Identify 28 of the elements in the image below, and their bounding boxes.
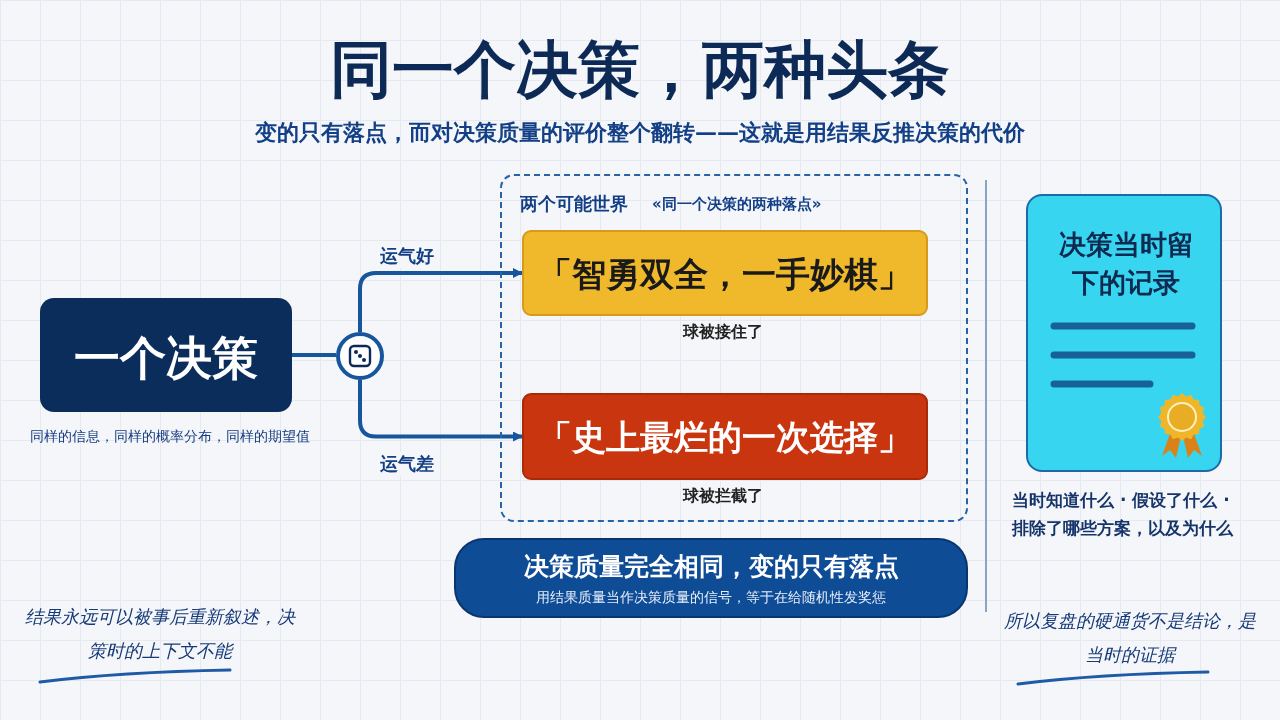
box-label: 「史上最烂的一次选择」 (537, 416, 913, 459)
handwritten-note: 结果永远可以被事后重新叙述，决策时的上下文不能 (24, 605, 297, 663)
dice-circle (336, 332, 384, 380)
edge-label: 运气好 (378, 244, 436, 268)
handwritten-note: 所以复盘的硬通货不是结论，是当时的证据 (1003, 609, 1257, 667)
box-label: 一个决策 (73, 330, 259, 387)
caption-text: 当时知道什么 · 假设了什么 · 排除了哪些方案，以及为什么 (1012, 489, 1234, 540)
arrow (358, 380, 523, 442)
decision-box (40, 298, 292, 412)
title: 同一个决策，两种头条 (329, 32, 951, 108)
pill-text: 用结果质量当作决策质量的信号，等于在给随机性发奖惩 (535, 589, 887, 607)
edge-label: 运气差 (378, 452, 436, 476)
caption-text: 同样的信息，同样的概率分布，同样的期望值 (30, 428, 310, 446)
summary-pill (454, 538, 968, 618)
dashed-group-frame (500, 174, 968, 522)
group-heading: 两个可能世界 (520, 192, 628, 216)
arrow (358, 268, 523, 332)
caption-text: 球被接住了 (681, 322, 764, 343)
record-card (1026, 194, 1222, 472)
connector-line (292, 353, 336, 357)
pill-heading: 决策质量完全相同，变的只有落点 (522, 551, 900, 583)
group-subheading: «同一个决策的两种落点» (652, 195, 822, 214)
outcome-box (522, 393, 928, 480)
outcome-box (522, 230, 928, 316)
box-label: 「智勇双全，一手妙棋」 (537, 253, 913, 296)
card-title: 决策当时留下的记录 (1057, 228, 1195, 300)
subtitle: 变的只有落点，而对决策质量的评价整个翻转——这就是用结果反推决策的代价 (254, 119, 1026, 147)
caption-text: 球被拦截了 (681, 486, 764, 507)
